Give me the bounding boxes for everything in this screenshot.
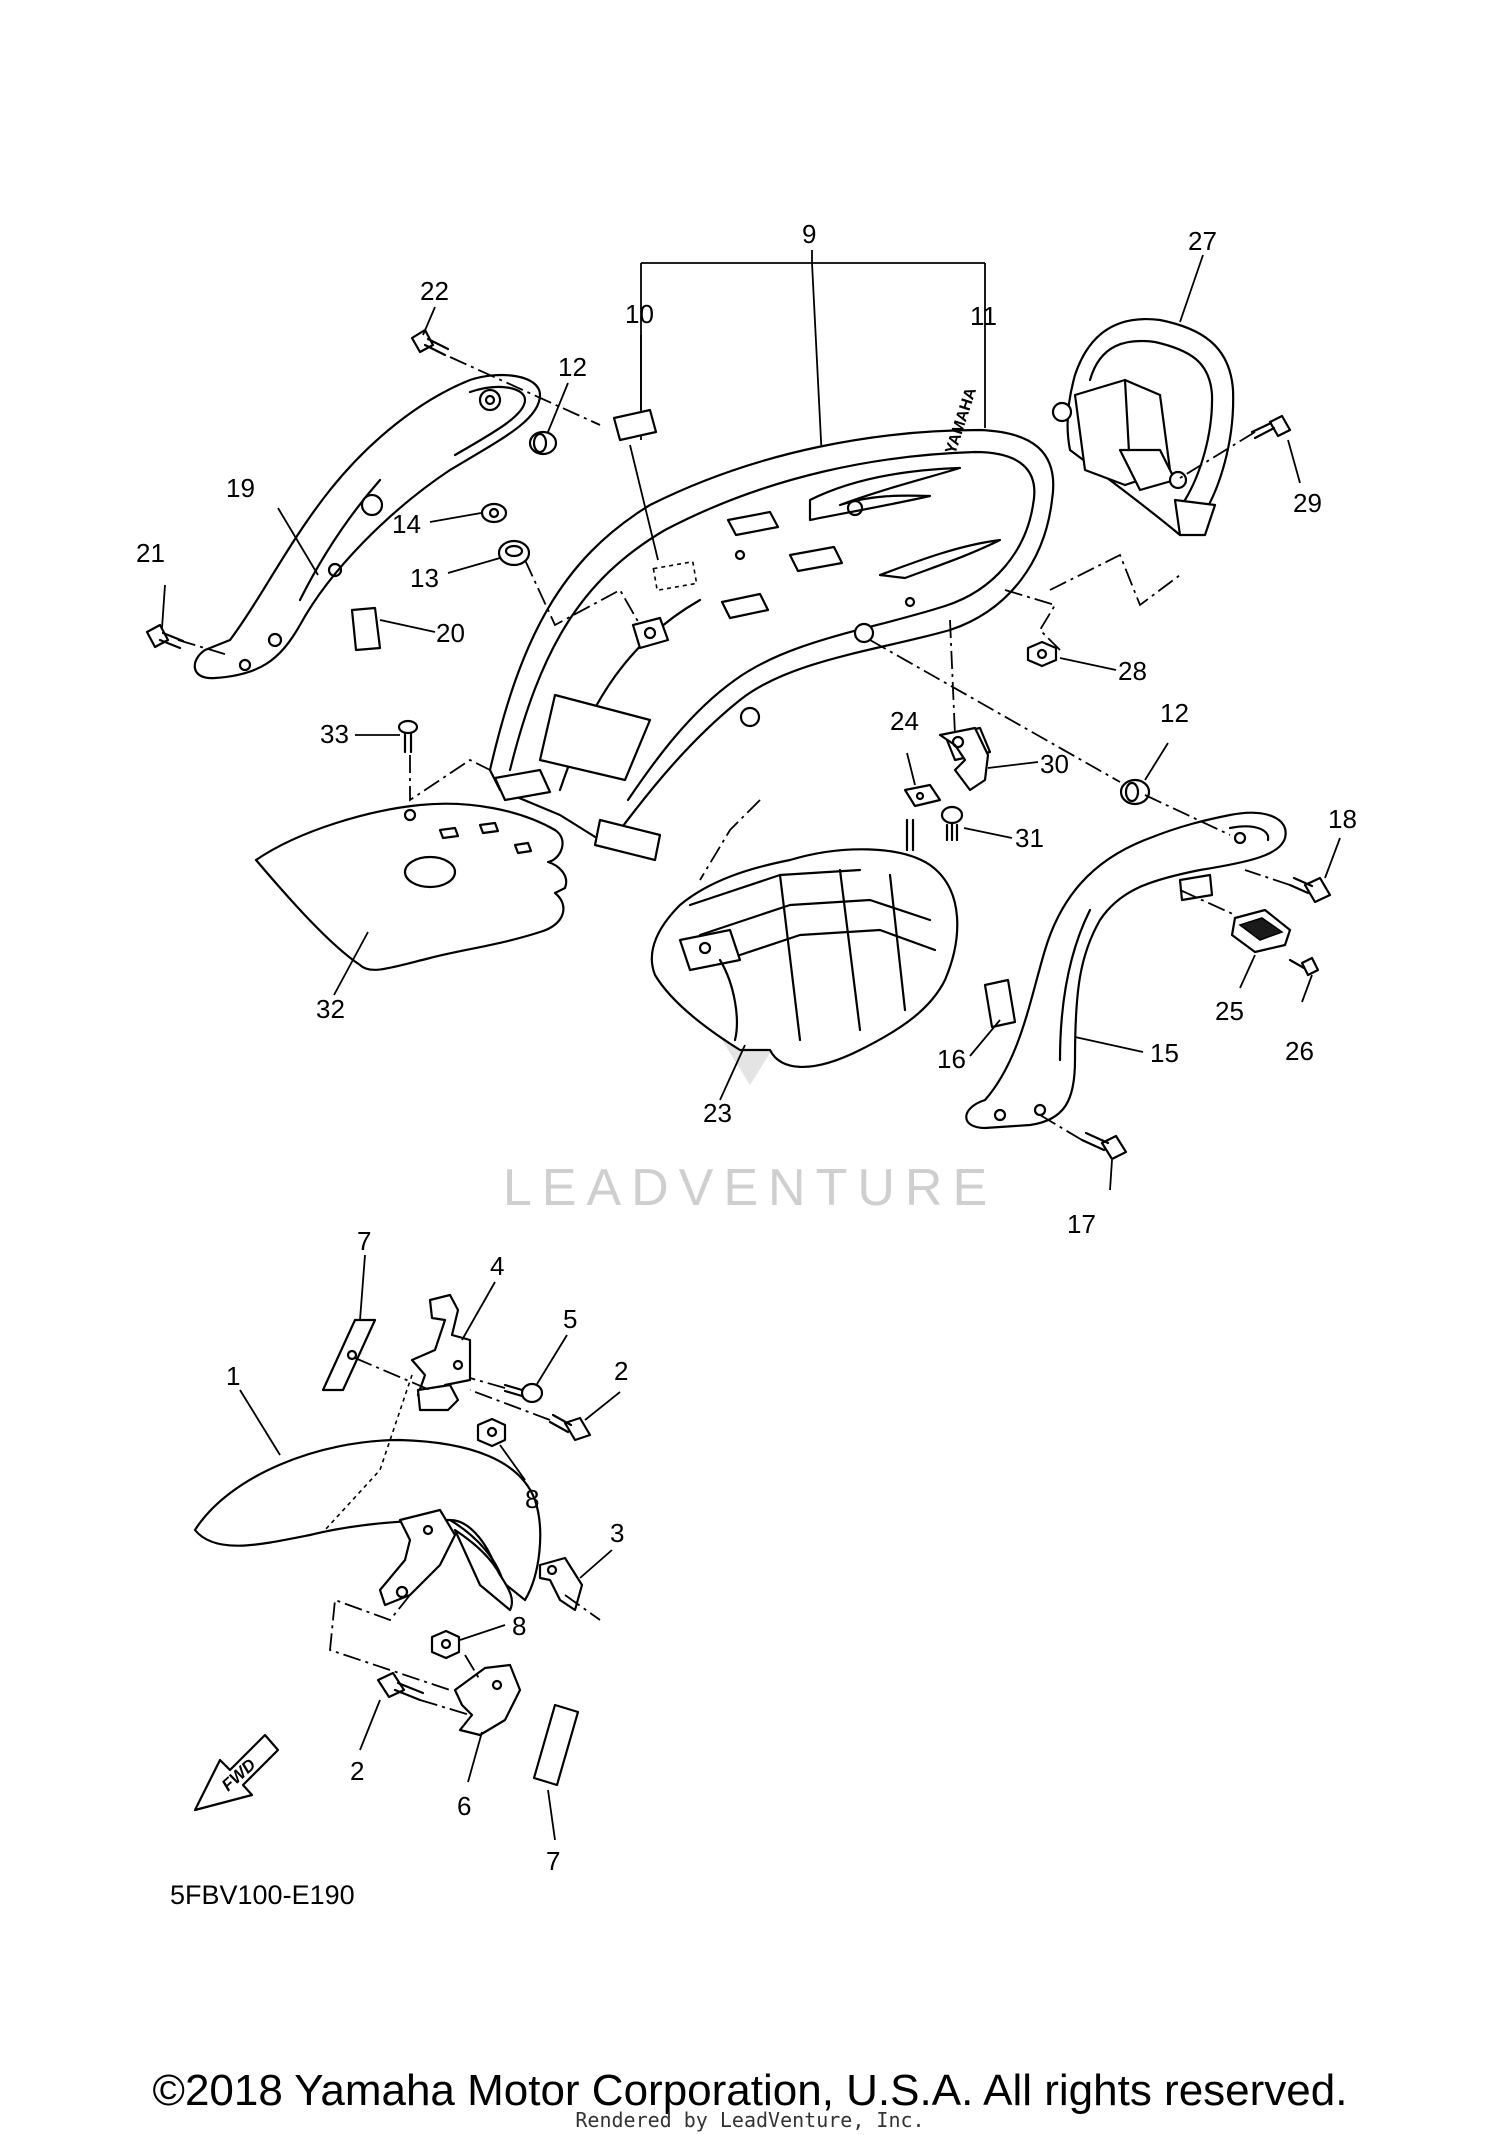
clip-24 — [903, 783, 942, 808]
grab-bar-right — [965, 811, 1287, 1130]
callout-19: 19 — [226, 473, 255, 503]
nut-8-upper — [476, 1417, 507, 1448]
stay-6 — [453, 1663, 522, 1737]
callout-3: 3 — [610, 1518, 624, 1548]
fender-stay-upper — [378, 1508, 457, 1607]
grommet-12-left — [528, 430, 558, 456]
bolt-18 — [1288, 876, 1332, 904]
screw-29 — [1250, 414, 1292, 440]
grommet-13 — [497, 539, 531, 567]
fwd-arrow-icon: FWD — [193, 1733, 280, 1812]
callout-4: 4 — [490, 1251, 504, 1281]
callout-27: 27 — [1188, 226, 1217, 256]
label-10 — [612, 335, 659, 561]
callout-23: 23 — [703, 1098, 732, 1128]
callout-7-upper: 7 — [357, 1226, 371, 1256]
callout-6: 6 — [457, 1791, 471, 1821]
callout-7-lower: 7 — [546, 1846, 560, 1876]
callout-17: 17 — [1067, 1209, 1096, 1239]
callout-26: 26 — [1285, 1036, 1314, 1066]
copyright-notice: ©2018 Yamaha Motor Corporation, U.S.A. A… — [152, 2066, 1348, 2115]
leader-lines — [161, 254, 1341, 1841]
front-fender — [193, 1438, 542, 1612]
collar-14 — [480, 502, 508, 524]
callout-12-right: 12 — [1160, 698, 1189, 728]
bracket-30 — [938, 726, 990, 792]
callout-14: 14 — [392, 509, 421, 539]
screw-31 — [940, 805, 964, 842]
callout-5: 5 — [563, 1304, 577, 1334]
callout-12-left: 12 — [558, 352, 587, 382]
callout-8-upper: 8 — [525, 1484, 539, 1514]
grommet-12-right — [1119, 778, 1151, 806]
screw-5 — [503, 1382, 544, 1404]
damper-16 — [983, 978, 1017, 1029]
callout-33: 33 — [320, 719, 349, 749]
rendered-by-notice: Rendered by LeadVenture, Inc. — [575, 2108, 925, 2132]
bolt-17 — [1080, 1131, 1128, 1161]
callout-10: 10 — [625, 299, 654, 329]
mud-flap — [650, 848, 959, 1069]
callout-29: 29 — [1293, 488, 1322, 518]
bolt-21 — [145, 623, 185, 650]
callout-30: 30 — [1040, 749, 1069, 779]
callout-13: 13 — [410, 563, 439, 593]
leader-9-group — [640, 250, 986, 461]
diagram-code: 5FBV100-E190 — [170, 1880, 355, 1910]
damper-20 — [350, 606, 382, 652]
bolt-2-upper — [548, 1413, 592, 1442]
callout-9: 9 — [802, 219, 816, 249]
rear-fender: YAMAHA — [488, 385, 1055, 862]
screw-26 — [1288, 956, 1320, 977]
nut-28 — [1026, 640, 1058, 668]
callout-1: 1 — [226, 1361, 240, 1391]
screw-flap — [905, 818, 915, 852]
callout-11: 11 — [970, 301, 997, 331]
callout-16: 16 — [937, 1044, 966, 1074]
callout-8-lower: 8 — [512, 1611, 526, 1641]
watermark-text: LEADVENTURE — [502, 1159, 998, 1217]
reflector-25 — [1230, 908, 1292, 954]
bolt-22 — [410, 328, 450, 357]
callout-15: 15 — [1150, 1038, 1179, 1068]
callout-21: 21 — [136, 538, 165, 568]
bolt-33 — [397, 719, 419, 754]
nut-8-lower — [430, 1629, 461, 1660]
damper-7-upper — [321, 1318, 377, 1392]
tail-lamp — [1051, 318, 1235, 537]
callout-25: 25 — [1215, 996, 1244, 1026]
bolt-2-lower — [376, 1671, 425, 1702]
fender-cover — [254, 802, 568, 971]
callout-20: 20 — [436, 618, 465, 648]
stay-3 — [538, 1556, 584, 1612]
callout-22: 22 — [420, 276, 449, 306]
callout-24: 24 — [890, 706, 919, 736]
callout-28: 28 — [1118, 656, 1147, 686]
damper-7-lower — [532, 1703, 580, 1787]
grab-bar-left — [193, 373, 542, 680]
callout-31: 31 — [1015, 823, 1044, 853]
callouts: 9 10 11 22 12 19 14 13 21 20 27 29 28 12… — [136, 219, 1357, 1876]
assembly-lines-front — [324, 1357, 601, 1716]
callout-32: 32 — [316, 994, 345, 1024]
callout-2-lower: 2 — [350, 1756, 364, 1786]
stay-4 — [410, 1293, 472, 1402]
callout-18: 18 — [1328, 804, 1357, 834]
stay-plate — [416, 1383, 460, 1412]
callout-2-upper: 2 — [614, 1356, 628, 1386]
assembly-lines-rear — [177, 356, 1291, 1141]
